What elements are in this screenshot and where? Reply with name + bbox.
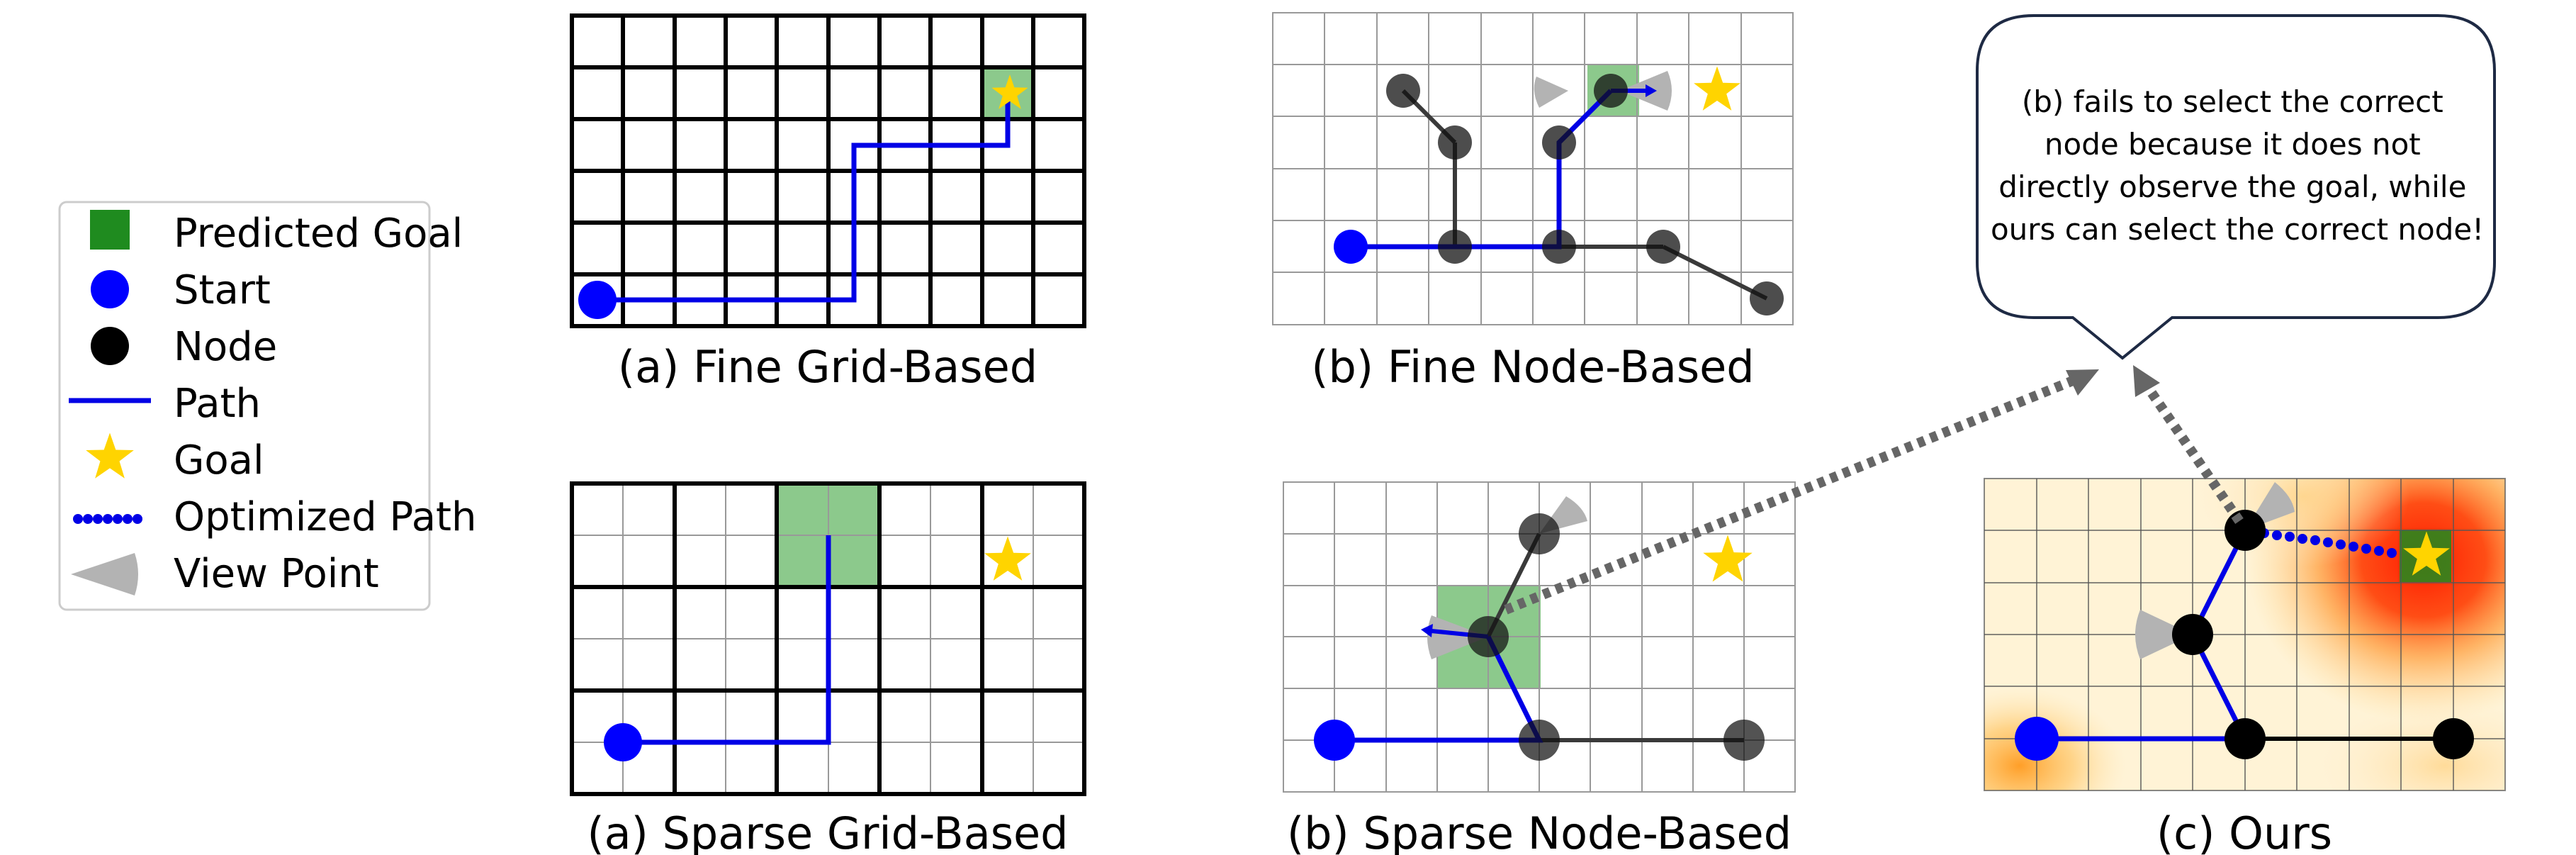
start-circle	[1334, 230, 1368, 264]
node-circle	[2225, 510, 2266, 551]
legend-label: Node	[174, 324, 277, 370]
legend-label: Predicted Goal	[174, 211, 463, 257]
arrow-head-icon	[2066, 369, 2099, 396]
legend-label: Optimized Path	[174, 494, 476, 540]
view-point-cone	[2135, 610, 2193, 659]
panel-caption: (b) Sparse Node-Based	[1287, 808, 1792, 855]
panel-caption: (b) Fine Node-Based	[1311, 341, 1754, 393]
arrow-head-icon	[2133, 365, 2160, 397]
panel-caption: (a) Fine Grid-Based	[618, 341, 1037, 393]
node-circle	[1438, 125, 1472, 160]
path-line	[597, 93, 1011, 303]
start-circle	[604, 723, 642, 761]
legend-item-view-point: View Point	[71, 551, 379, 597]
view-point-cone-icon	[71, 553, 138, 596]
node-circle	[1542, 230, 1576, 264]
legend-box	[58, 201, 431, 611]
path-line	[2037, 529, 2249, 742]
view-point-cone	[1534, 77, 1568, 108]
dotted-arrow	[1504, 374, 2079, 615]
bubble-shape	[1976, 14, 2496, 360]
start-circle	[578, 281, 617, 319]
start-circle	[1314, 720, 1355, 761]
panel-caption: (c) Ours	[2156, 808, 2332, 855]
callout-arrows	[1504, 365, 2244, 615]
sparse-grid-thick-lines	[570, 481, 1086, 796]
node-circle	[1542, 125, 1576, 160]
legend-item-optimized-path: Optimized Path	[73, 494, 476, 540]
predicted-goal-square-icon	[90, 210, 130, 250]
node-circle	[2225, 718, 2266, 759]
dotted-arrow	[2143, 384, 2244, 524]
callout-bubble: (b) fails to select the correct node bec…	[1976, 14, 2496, 360]
node-circle	[1519, 720, 1560, 761]
start-circle-icon	[91, 270, 129, 308]
arrow-head-icon	[1421, 624, 1433, 637]
node-circle	[2433, 718, 2474, 759]
callout-text: (b) fails to select the correct node bec…	[1991, 84, 2484, 247]
panel-fine-node: (b) Fine Node-Based	[1272, 12, 1794, 393]
optimized-path-dots-icon	[73, 514, 142, 524]
node-circle-icon	[91, 327, 129, 365]
legend-item-path: Path	[69, 381, 261, 427]
node-circle	[1386, 74, 1420, 108]
panel-caption: (a) Sparse Grid-Based	[587, 808, 1068, 855]
optimized-path-dots	[2259, 528, 2397, 558]
panel-fine-grid: (a) Fine Grid-Based	[570, 13, 1086, 393]
fine-grid-lines	[570, 13, 1086, 328]
node-circle	[2172, 614, 2213, 655]
legend-label: View Point	[174, 551, 379, 597]
legend-label: Goal	[174, 437, 264, 484]
fine-node-grid-lines	[1272, 12, 1794, 325]
legend: Predicted Goal Start Node Path Goal Opti…	[58, 201, 476, 611]
path-line	[623, 535, 831, 745]
graph-nodes	[1386, 74, 1784, 315]
node-circle	[1723, 720, 1765, 761]
node-circle	[1594, 74, 1628, 108]
node-circle	[1750, 281, 1784, 315]
legend-item-start: Start	[91, 267, 271, 313]
legend-label: Start	[174, 267, 271, 313]
arrow-head-icon	[1646, 84, 1657, 97]
legend-label: Path	[174, 381, 261, 427]
start-circle	[2015, 717, 2059, 761]
legend-item-goal: Goal	[86, 432, 264, 484]
panel-sparse-grid: (a) Sparse Grid-Based	[570, 481, 1086, 855]
node-circle	[1646, 230, 1680, 264]
node-circle	[1438, 230, 1472, 264]
node-circle	[1519, 513, 1560, 554]
graph-nodes	[1468, 513, 1765, 761]
node-circle	[1468, 616, 1509, 657]
panel-ours: (c) Ours	[1984, 478, 2506, 855]
legend-item-node: Node	[91, 324, 277, 370]
view-point-cone	[1427, 615, 1488, 659]
legend-item-predicted-goal: Predicted Goal	[90, 210, 463, 257]
panel-sparse-node: (b) Sparse Node-Based	[1283, 481, 1796, 855]
